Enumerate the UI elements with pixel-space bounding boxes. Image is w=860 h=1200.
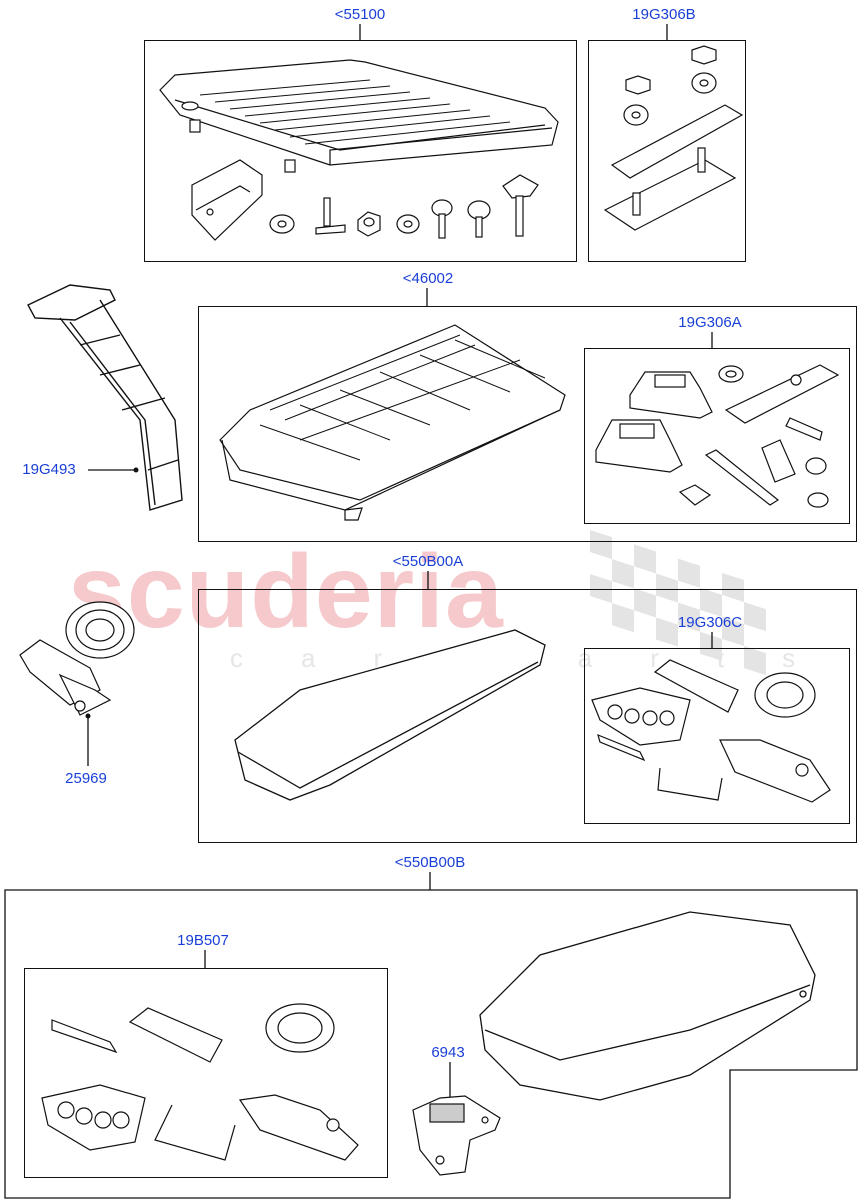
group-box-550b00b [4, 889, 858, 1199]
callout-550b00b[interactable]: <550B00B [394, 854, 466, 871]
group-box-19g306a [584, 348, 850, 524]
group-box-19b507 [24, 968, 388, 1178]
clamp-kit-19g306a-drawing [595, 364, 840, 508]
callout-19g493[interactable]: 19G493 [22, 461, 76, 478]
clamp-kit-19b507-drawing [41, 1003, 359, 1161]
callout-550b00a[interactable]: <550B00A [392, 553, 464, 570]
clamp-kit-19g306c-drawing [591, 659, 831, 803]
watermark-brand: scuderia [68, 534, 504, 650]
callout-19g306c[interactable]: 19G306C [677, 614, 743, 631]
mounting-bracket-drawing [412, 1095, 501, 1176]
roof-box-a-drawing [234, 629, 546, 801]
group-box-46002 [198, 306, 857, 542]
callout-55100[interactable]: <55100 [334, 6, 386, 23]
roof-rack-drawing [219, 324, 566, 521]
clamp-kit-19g306b-drawing [603, 45, 744, 231]
callout-19g306a[interactable]: 19G306A [678, 314, 742, 331]
roof-box-b-drawing [479, 911, 816, 1101]
callout-46002[interactable]: <46002 [402, 270, 454, 287]
callout-19b507[interactable]: 19B507 [177, 932, 229, 949]
ladder-drawing [27, 284, 183, 511]
group-box-550b00a [198, 589, 857, 843]
group-box-19g306b [588, 40, 746, 262]
callout-6943[interactable]: 6943 [431, 1044, 465, 1061]
callout-25969[interactable]: 25969 [65, 770, 107, 787]
group-box-19g306c [584, 648, 850, 824]
group-box-55100 [144, 40, 577, 262]
roof-platform-drawing [159, 59, 559, 173]
callout-19g306b[interactable]: 19G306B [632, 6, 696, 23]
ratchet-strap-drawing [19, 601, 135, 716]
platform-fittings-drawing [191, 159, 539, 241]
